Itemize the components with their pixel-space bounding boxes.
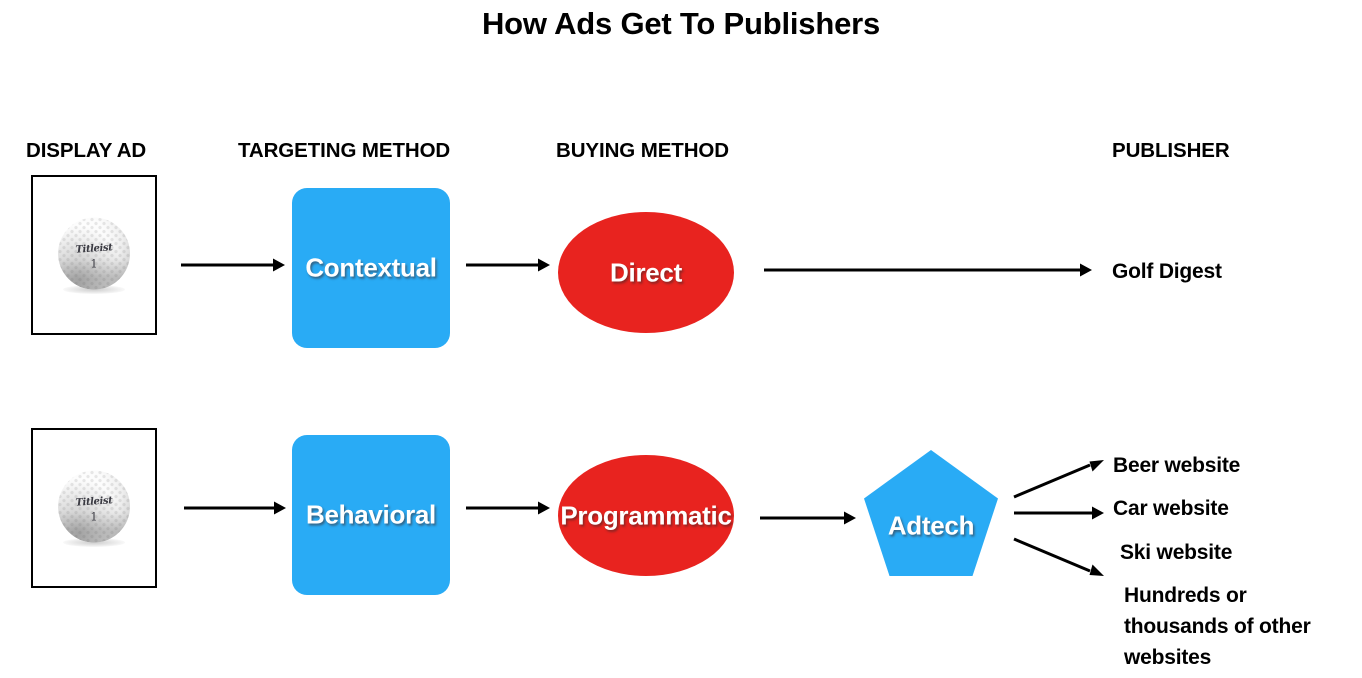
column-header-buying-method: BUYING METHOD: [556, 139, 729, 162]
golf-ball-image-2: Titleist 1: [33, 430, 155, 586]
golf-ball: [58, 217, 130, 290]
golf-ball: [58, 470, 130, 543]
shape-direct: Direct: [558, 212, 734, 333]
shape-programmatic: Programmatic: [558, 455, 734, 576]
arrow-programmatic-to-adtech: [760, 508, 856, 528]
arrow-direct-to-golf-digest: [764, 260, 1092, 280]
publisher-ski-website: Ski website: [1120, 541, 1233, 564]
shape-label-direct: Direct: [610, 257, 682, 287]
display-ad-frame-1: Titleist 1: [31, 175, 157, 335]
column-header-publisher: PUBLISHER: [1112, 139, 1230, 162]
shape-adtech: Adtech: [864, 450, 998, 576]
golf-ball-number-text: 1: [90, 510, 98, 524]
arrow-contextual-to-direct: [466, 255, 550, 275]
shape-label-contextual: Contextual: [305, 252, 437, 283]
shape-label-programmatic: Programmatic: [560, 500, 732, 530]
shape-behavioral: Behavioral: [292, 435, 450, 595]
publisher-car-website: Car website: [1113, 497, 1229, 520]
publisher-beer-website: Beer website: [1113, 454, 1241, 477]
arrow-behavioral-to-programmatic: [466, 498, 550, 518]
arrow-adtech-to-beer-website: [1013, 457, 1104, 501]
golf-ball-image-1: Titleist 1: [33, 177, 155, 333]
shape-contextual: Contextual: [292, 188, 450, 348]
column-header-display-ad: DISPLAY AD: [26, 139, 147, 162]
column-header-targeting-method: TARGETING METHOD: [238, 139, 451, 162]
arrow-adtech-to-car-website: [1014, 503, 1104, 523]
publisher-golf-digest: Golf Digest: [1112, 260, 1222, 283]
arrow-adtech-to-other-websites: [1013, 535, 1104, 581]
arrow-ad-to-behavioral: [184, 498, 286, 518]
golf-ball-number-text: 1: [90, 257, 98, 271]
display-ad-frame-2: Titleist 1: [31, 428, 157, 588]
arrow-ad-to-contextual: [181, 255, 285, 275]
shape-label-adtech: Adtech: [887, 510, 975, 541]
publisher-other-websites: Hundreds or thousands of other websites: [1124, 584, 1311, 669]
page-title: How Ads Get To Publishers: [481, 6, 881, 41]
shape-label-behavioral: Behavioral: [306, 499, 436, 530]
